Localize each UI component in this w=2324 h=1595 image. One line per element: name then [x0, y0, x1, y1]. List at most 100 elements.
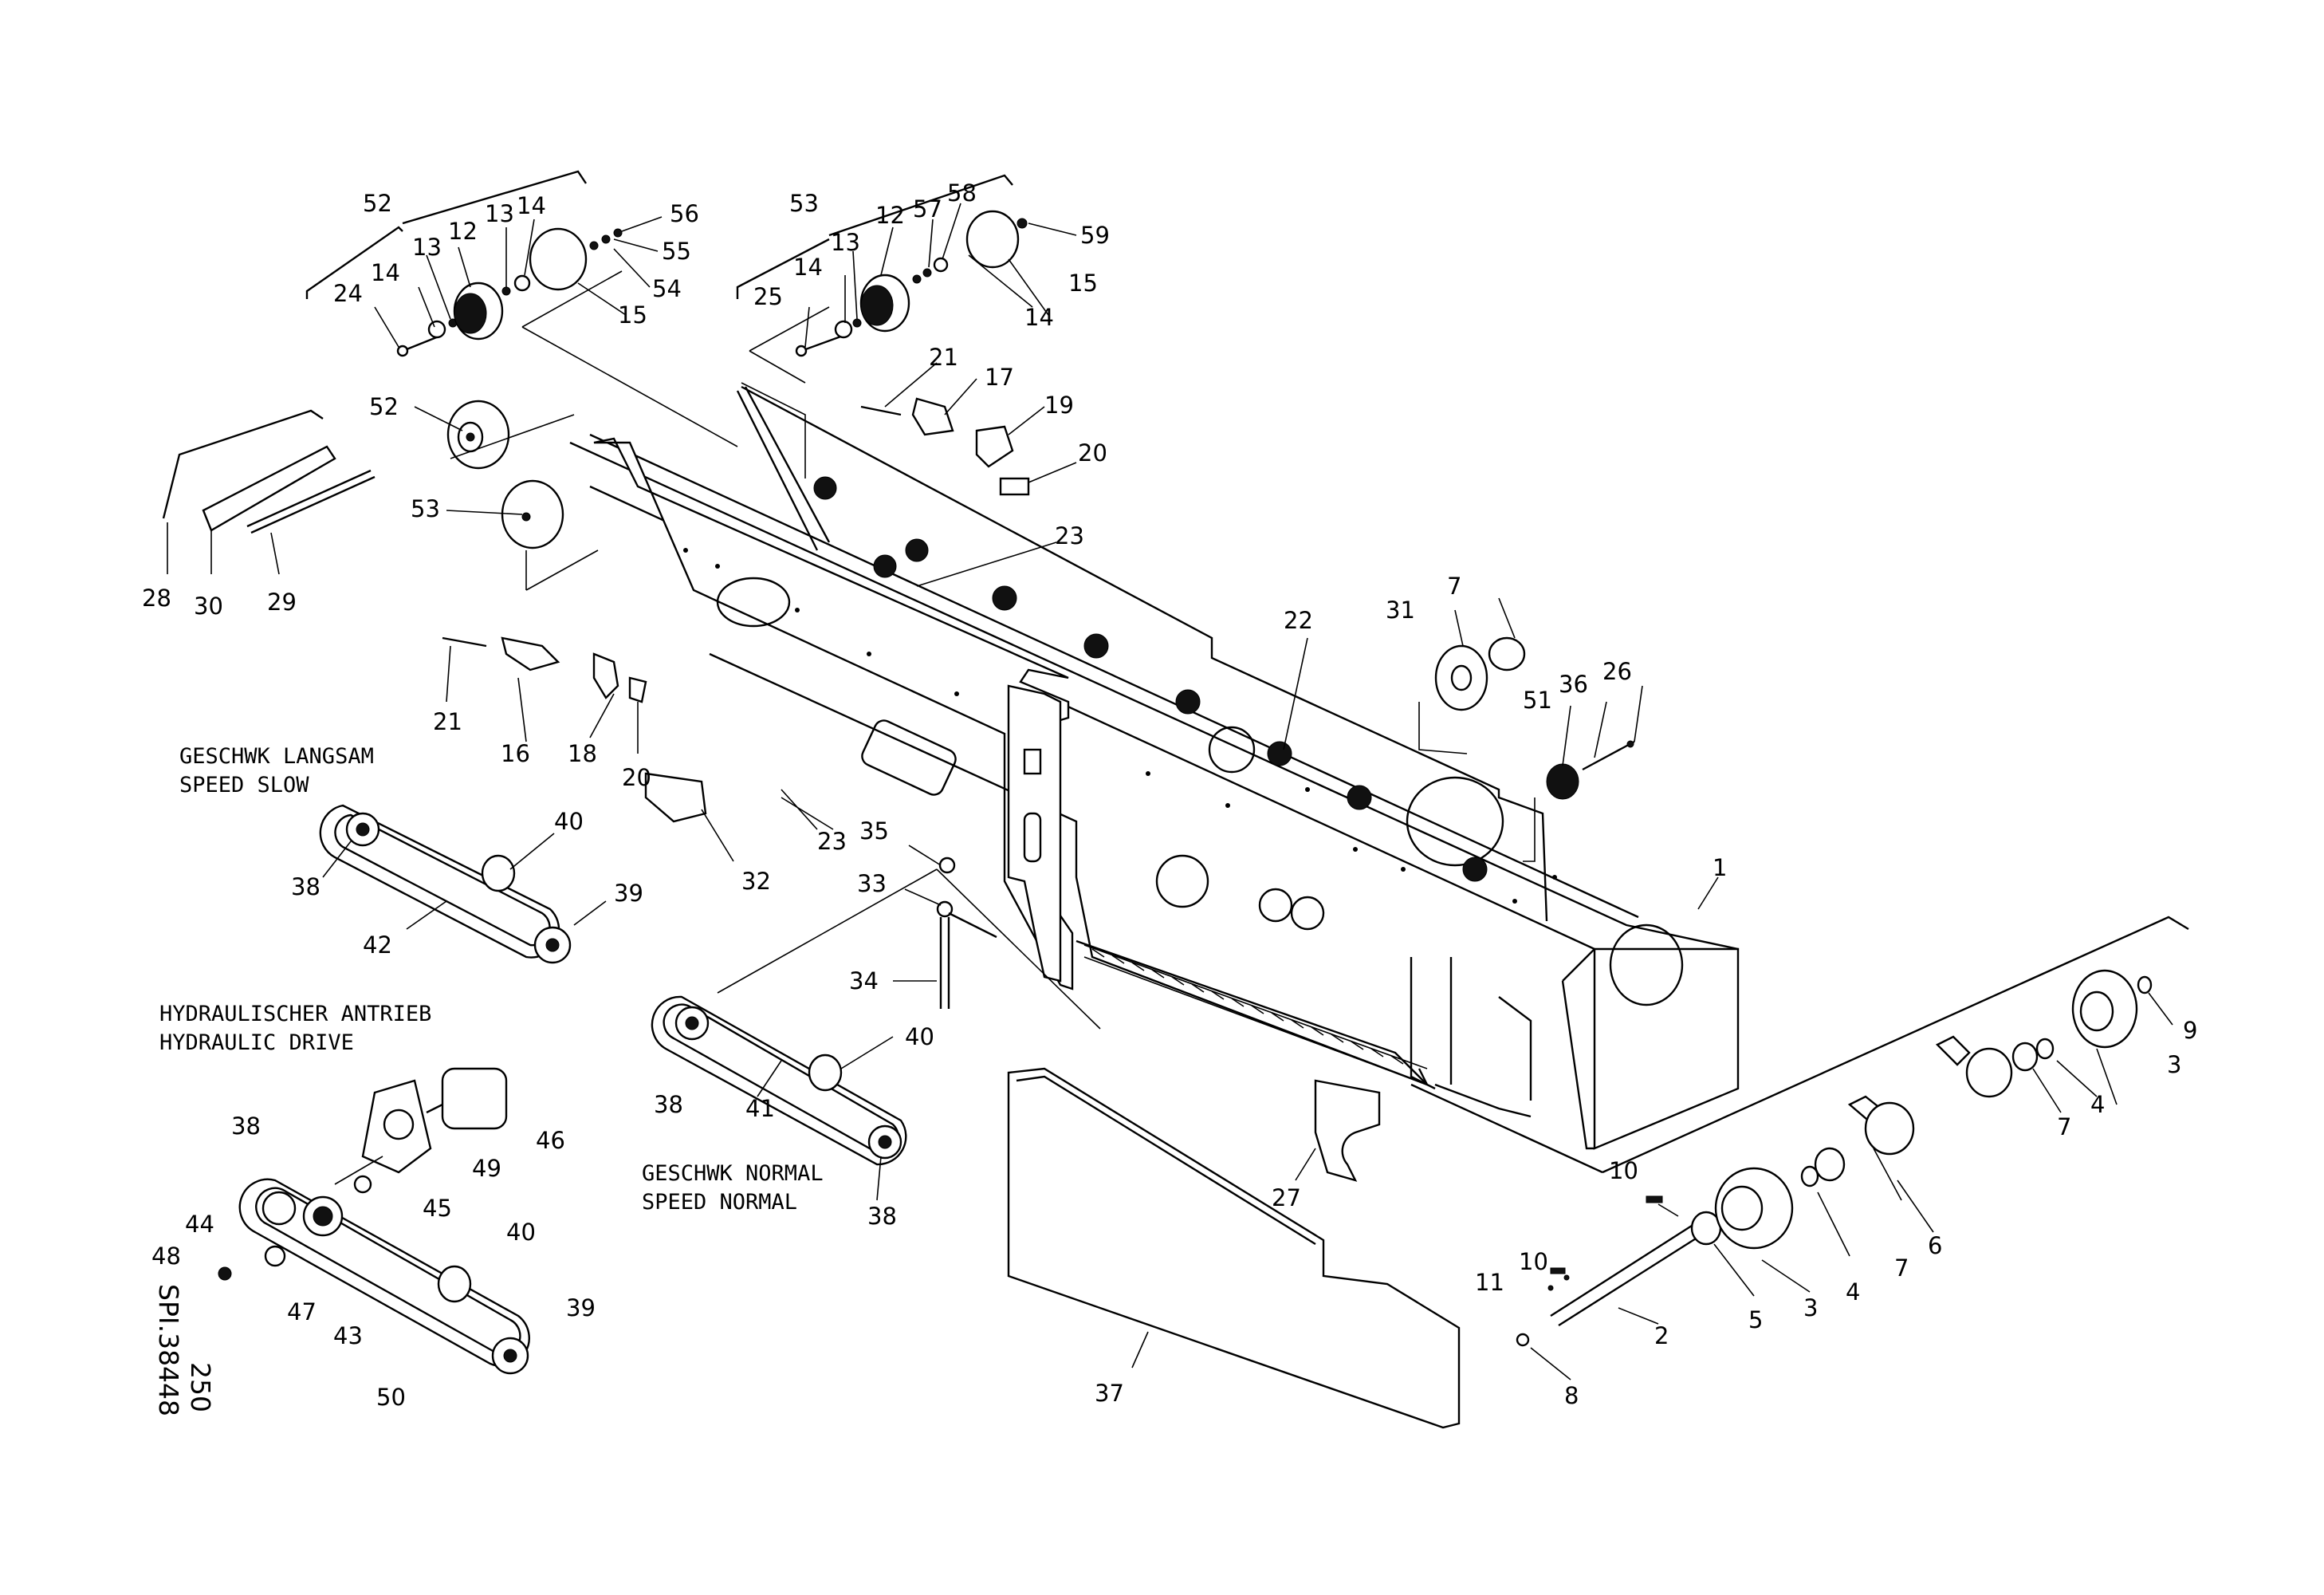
callout-39: 39 — [614, 880, 643, 907]
callout-22: 22 — [1284, 607, 1313, 634]
callout-12: 12 — [875, 202, 905, 229]
callout-3: 3 — [1803, 1294, 1818, 1321]
captions: GESCHWK LANGSAM SPEED SLOW HYDRAULISCHER… — [159, 744, 824, 1215]
callout-42: 42 — [363, 931, 392, 959]
callout-57: 57 — [913, 195, 942, 223]
callout-38: 38 — [654, 1091, 683, 1118]
callout-29: 29 — [267, 589, 297, 616]
chain-drive-slow — [319, 804, 572, 964]
callout-4: 4 — [1846, 1278, 1860, 1306]
callout-14: 14 — [793, 254, 823, 281]
callout-6: 6 — [1928, 1232, 1942, 1259]
callout-8: 8 — [1564, 1382, 1579, 1409]
callout-38: 38 — [291, 873, 320, 900]
callout-35: 35 — [859, 817, 889, 845]
callout-12: 12 — [448, 218, 478, 245]
callout-37: 37 — [1095, 1380, 1124, 1407]
callout-52: 52 — [369, 393, 399, 420]
callout-2: 2 — [1654, 1322, 1669, 1349]
callout-19: 19 — [1044, 392, 1074, 419]
callout-56: 56 — [670, 200, 699, 227]
callout-23: 23 — [1055, 522, 1084, 549]
callout-52: 52 — [363, 190, 392, 217]
chain-drive-hydraulic — [218, 1067, 530, 1375]
callout-14: 14 — [517, 192, 546, 219]
cover-panel-37 — [1007, 1067, 1461, 1429]
callout-23: 23 — [817, 828, 847, 855]
callout-55: 55 — [662, 238, 691, 265]
callout-1: 1 — [1713, 854, 1727, 881]
callout-58: 58 — [947, 179, 977, 207]
callout-13: 13 — [412, 234, 442, 261]
callout-labels: 1 2 3 3 4 4 5 6 7 7 7 8 9 10 10 11 12 12… — [142, 179, 2197, 1411]
bearing-assembly-53 — [736, 174, 1028, 384]
callout-27: 27 — [1272, 1184, 1301, 1211]
callout-21: 21 — [433, 708, 462, 735]
callout-15: 15 — [1068, 270, 1098, 297]
callout-21: 21 — [929, 344, 958, 371]
callout-16: 16 — [501, 740, 530, 767]
bolt-assembly — [936, 857, 997, 1009]
callout-24: 24 — [333, 280, 363, 307]
callout-14: 14 — [1024, 304, 1054, 331]
bearing-assembly-52 — [305, 170, 738, 591]
main-frame — [569, 382, 1740, 1150]
drawing-ref-number: SPI.38448 — [153, 1284, 184, 1416]
callout-15: 15 — [618, 301, 647, 329]
callout-30: 30 — [194, 593, 223, 620]
shaft-assembly-right — [1410, 916, 2189, 1347]
callout-20: 20 — [622, 764, 651, 791]
callout-33: 33 — [857, 870, 887, 897]
callout-53: 53 — [411, 495, 440, 522]
callout-45: 45 — [423, 1195, 452, 1222]
callout-41: 41 — [745, 1095, 775, 1122]
callout-9: 9 — [2183, 1017, 2197, 1044]
callout-10: 10 — [1519, 1248, 1548, 1275]
callout-3: 3 — [2167, 1051, 2181, 1078]
callout-44: 44 — [185, 1211, 214, 1238]
callout-26: 26 — [1602, 658, 1632, 685]
callout-32: 32 — [741, 868, 771, 895]
callout-51: 51 — [1523, 687, 1552, 714]
callout-46: 46 — [536, 1127, 565, 1154]
callout-7: 7 — [2057, 1113, 2071, 1140]
callout-25: 25 — [753, 283, 783, 310]
caption-hydraulic-de: HYDRAULISCHER ANTRIEB — [159, 1002, 431, 1026]
callout-43: 43 — [333, 1322, 363, 1349]
callout-10: 10 — [1609, 1157, 1638, 1184]
callout-36: 36 — [1559, 671, 1588, 698]
callout-38: 38 — [231, 1113, 261, 1140]
callout-13: 13 — [831, 229, 860, 256]
callout-47: 47 — [287, 1298, 317, 1325]
callout-7: 7 — [1894, 1254, 1909, 1282]
callout-53: 53 — [789, 190, 819, 217]
frame-bearings — [813, 476, 1488, 882]
caption-hydraulic-en: HYDRAULIC DRIVE — [159, 1030, 354, 1055]
side-panel-28-30 — [162, 409, 376, 534]
mesh-strip — [1083, 944, 1428, 1085]
callout-31: 31 — [1386, 597, 1415, 624]
callout-54: 54 — [652, 275, 682, 302]
callout-4: 4 — [2090, 1091, 2105, 1118]
callout-50: 50 — [376, 1384, 406, 1411]
callout-7: 7 — [1447, 573, 1461, 600]
callout-48: 48 — [151, 1243, 181, 1270]
callout-39: 39 — [566, 1294, 596, 1321]
callout-40: 40 — [554, 808, 584, 835]
callout-18: 18 — [568, 740, 597, 767]
callout-59: 59 — [1080, 222, 1110, 249]
callout-13: 13 — [485, 200, 514, 227]
callout-40: 40 — [905, 1023, 934, 1050]
caption-normal-en: SPEED NORMAL — [642, 1190, 797, 1215]
callout-11: 11 — [1475, 1269, 1504, 1296]
callout-38: 38 — [867, 1203, 897, 1230]
callout-49: 49 — [472, 1155, 501, 1182]
callout-34: 34 — [849, 967, 879, 994]
small-brackets — [442, 397, 1030, 823]
caption-slow-en: SPEED SLOW — [179, 773, 309, 798]
callout-14: 14 — [371, 259, 400, 286]
drawing-page-number: 250 — [185, 1362, 216, 1412]
drawing-reference: SPI.38448 250 — [153, 1284, 216, 1416]
leader-lines — [167, 203, 2173, 1380]
